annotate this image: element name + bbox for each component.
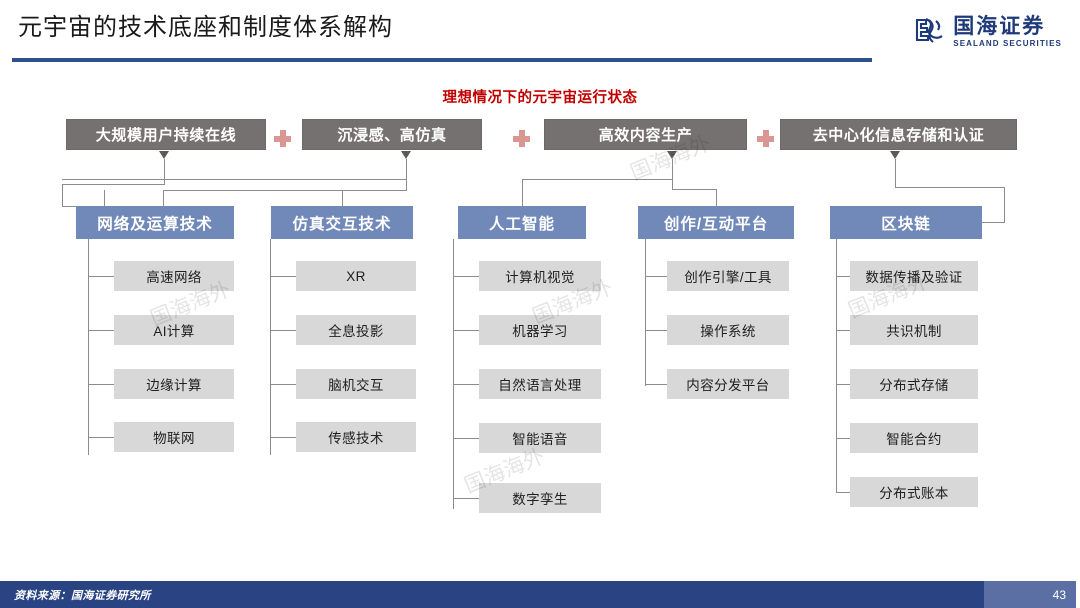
col3-tick-1 [453,276,479,277]
connector-bus-6-into-cat5 [981,222,1005,223]
col2-tick-3 [270,384,296,385]
leaf-ai-4[interactable]: 智能语音 [479,423,601,453]
category-box-ai[interactable]: 人工智能 [458,206,586,239]
leaf-blockchain-2[interactable]: 共识机制 [850,315,978,345]
connector-stem-3 [672,159,673,189]
leaf-simulation-3[interactable]: 脑机交互 [296,369,416,399]
col5-spine [836,239,837,493]
col3-tick-2 [453,330,479,331]
slide-header: 元宇宙的技术底座和制度体系解构 国海证券 SEALAND SECURITIES [0,0,1080,62]
category-box-simulation[interactable]: 仿真交互技术 [271,206,413,239]
leaf-simulation-2[interactable]: 全息投影 [296,315,416,345]
leaf-ai-2[interactable]: 机器学习 [479,315,601,345]
arrow-to-top-box-4 [890,151,900,159]
col3-tick-4 [453,438,479,439]
arrow-to-top-box-3 [667,151,677,159]
header-rule [12,58,872,62]
slide-footer: 资料来源：国海证券研究所 43 [0,581,1080,608]
footer-edge-cap [1076,581,1080,608]
col5-tick-2 [836,330,850,331]
connector-bus-2 [163,190,407,191]
col5-tick-1 [836,276,850,277]
col2-tick-1 [270,276,296,277]
connector-cat4-up [716,189,717,206]
sealand-knot-logo-icon [912,15,946,49]
connector-bus-1-into-cat1 [62,206,76,207]
col1-spine [88,239,89,455]
page-title: 元宇宙的技术底座和制度体系解构 [18,14,393,41]
connector-stem-1 [164,159,165,184]
col4-tick-3 [645,384,667,385]
leaf-ai-3[interactable]: 自然语言处理 [479,369,601,399]
leaf-platform-3[interactable]: 内容分发平台 [667,369,789,399]
col4-spine [645,239,646,386]
connector-cat5-right [1004,187,1005,222]
category-box-platform[interactable]: 创作/互动平台 [638,206,794,239]
arrow-to-top-box-2 [401,151,411,159]
leaf-network-3[interactable]: 边缘计算 [114,369,234,399]
connector-bus-3 [62,179,407,180]
col1-tick-3 [88,384,114,385]
leaf-platform-1[interactable]: 创作引擎/工具 [667,261,789,291]
leaf-blockchain-5[interactable]: 分布式账本 [850,477,978,507]
category-box-network[interactable]: 网络及运算技术 [76,206,234,239]
page-number: 43 [984,581,1080,608]
plus-icon-2 [513,130,530,147]
ideal-state-banner: 理想情况下的元宇宙运行状态 [442,90,638,106]
connector-bus-4 [522,179,673,180]
leaf-blockchain-3[interactable]: 分布式存储 [850,369,978,399]
top-box-4: 去中心化信息存储和认证 [780,119,1017,150]
top-box-3: 高效内容生产 [544,119,747,150]
col1-tick-2 [88,330,114,331]
leaf-platform-2[interactable]: 操作系统 [667,315,789,345]
col2-spine [270,239,271,455]
connector-cat2-up [342,190,343,206]
col3-tick-3 [453,384,479,385]
connector-stem-4 [895,159,896,187]
col3-tick-5 [453,498,479,499]
leaf-network-4[interactable]: 物联网 [114,422,234,452]
col5-tick-3 [836,384,850,385]
connector-bus-1 [62,184,165,185]
brand-logo: 国海证券 SEALAND SECURITIES [912,12,1062,52]
plus-icon-1 [274,130,291,147]
leaf-blockchain-4[interactable]: 智能合约 [850,423,978,453]
leaf-network-1[interactable]: 高速网络 [114,261,234,291]
connector-bus-5 [672,189,717,190]
col1-dummy [104,190,105,206]
plus-icon-3 [757,130,774,147]
col5-tick-5 [836,492,850,493]
leaf-simulation-1[interactable]: XR [296,261,416,291]
connector-cat3-up [522,179,523,206]
connector-stem-2 [406,159,407,179]
logo-text: 国海证券 SEALAND SECURITIES [953,14,1062,49]
col2-tick-4 [270,437,296,438]
col4-tick-2 [645,330,667,331]
leaf-ai-5[interactable]: 数字孪生 [479,483,601,513]
connector-bus-2-riser [406,179,407,191]
connector-bus-1-left [62,184,63,206]
leaf-simulation-4[interactable]: 传感技术 [296,422,416,452]
top-box-2: 沉浸感、高仿真 [302,119,482,150]
col2-tick-2 [270,330,296,331]
top-box-1: 大规模用户持续在线 [66,119,266,150]
leaf-blockchain-1[interactable]: 数据传播及验证 [850,261,978,291]
connector-cat1-up [163,190,164,206]
col1-tick-4 [88,437,114,438]
col4-tick-1 [645,276,667,277]
leaf-network-2[interactable]: AI计算 [114,315,234,345]
col3-spine [453,239,454,509]
col5-tick-4 [836,438,850,439]
leaf-ai-1[interactable]: 计算机视觉 [479,261,601,291]
category-box-blockchain[interactable]: 区块链 [830,206,982,239]
source-note: 资料来源：国海证券研究所 [14,590,151,602]
connector-bus-6 [895,187,1005,188]
logo-text-cn: 国海证券 [953,14,1046,38]
logo-text-en: SEALAND SECURITIES [953,38,1062,48]
arrow-to-top-box-1 [159,151,169,159]
col1-tick-1 [88,276,114,277]
